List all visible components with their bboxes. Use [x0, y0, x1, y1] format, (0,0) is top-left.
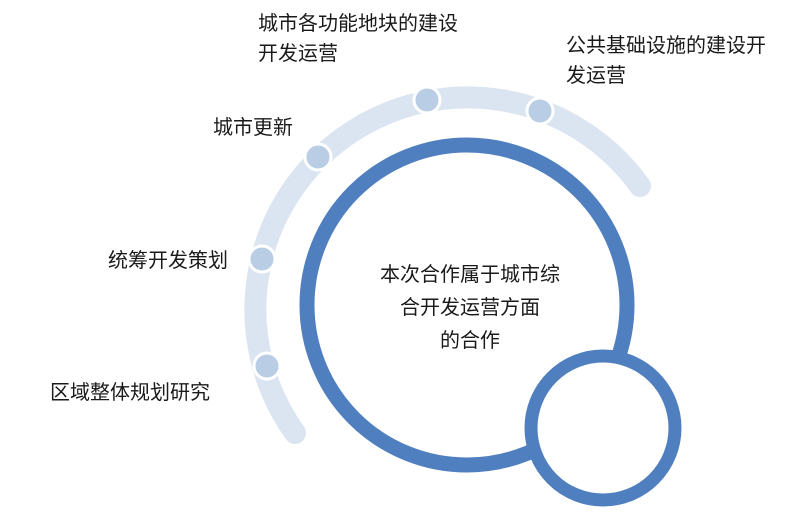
label-urban-renewal: 城市更新 [213, 115, 293, 139]
center-line-2: 合开发运营方面 [400, 295, 540, 319]
node-top [412, 85, 442, 115]
outer-arc [244, 86, 651, 444]
center-line-3: 的合作 [440, 328, 500, 352]
center-statement: 本次合作属于城市综 合开发运营方面 的合作 [345, 258, 595, 357]
node-top-right [525, 96, 555, 126]
label-regional-planning-research: 区域整体规划研究 [50, 380, 210, 404]
node-upper-left [303, 142, 333, 172]
label-overall-planning: 统筹开发策划 [108, 248, 228, 272]
small-ring [524, 349, 682, 507]
center-line-1: 本次合作属于城市综 [380, 262, 560, 286]
label-city-plot-development: 城市各功能地块的建设 开发运营 [258, 11, 458, 65]
node-mid-left [247, 244, 277, 274]
node-lower-left [252, 351, 282, 381]
label-public-infrastructure: 公共基础设施的建设开 发运营 [566, 33, 766, 87]
